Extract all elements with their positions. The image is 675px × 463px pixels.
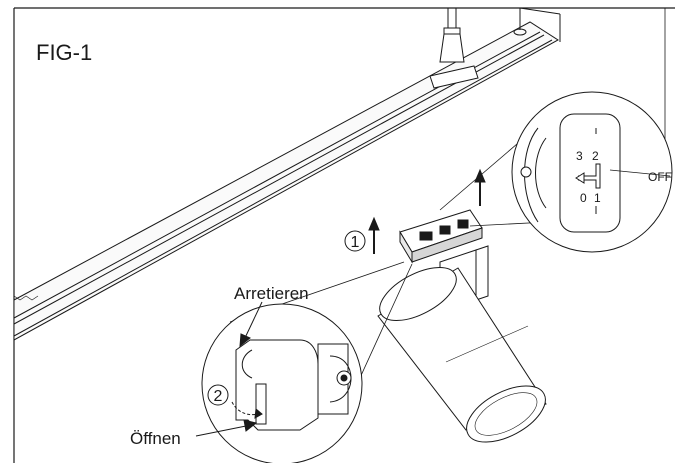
switch-detail-magnifier <box>511 91 673 253</box>
figure-label: FIG-1 <box>36 40 92 65</box>
track-rail <box>13 7 561 341</box>
switch-digit-2: 2 <box>592 149 599 163</box>
switch-digit-0: 0 <box>580 191 587 205</box>
step-2-badge: 2 <box>207 384 229 406</box>
lock-callout-arrow <box>239 301 263 348</box>
step-1-number: 1 <box>351 234 360 251</box>
step-1-badge: 1 <box>344 230 366 252</box>
switch-digit-1: 1 <box>594 191 601 205</box>
switch-off-label: OFF <box>648 170 672 184</box>
lift-arrow-left <box>368 216 380 254</box>
lock-callout-label: Arretieren <box>234 284 309 303</box>
track-adapter <box>399 209 483 264</box>
open-callout-arrow <box>195 419 258 437</box>
open-callout-label: Öffnen <box>130 429 181 448</box>
step-2-number: 2 <box>214 388 223 405</box>
switch-digit-3: 3 <box>576 149 583 163</box>
open-rotation-arrow <box>231 401 263 419</box>
power-feed-connector <box>429 8 479 89</box>
page-frame <box>13 7 675 463</box>
latch-detail-magnifier <box>201 303 363 463</box>
end-cap <box>513 8 527 36</box>
spotlight-cylinder <box>377 267 547 443</box>
